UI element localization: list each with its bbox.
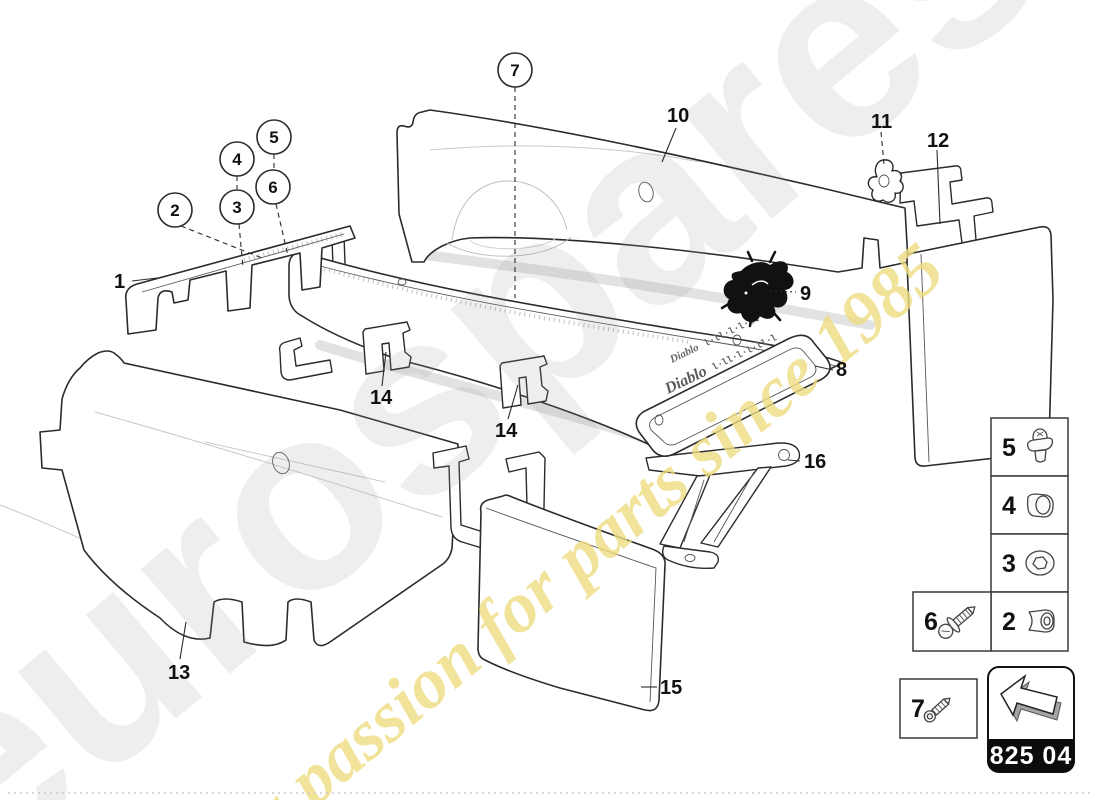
svg-text:3: 3 (1002, 550, 1016, 578)
part-16-support-bracket (645, 442, 801, 570)
panel-hole (272, 451, 290, 475)
part-code-box[interactable]: 825 04 (987, 666, 1075, 773)
svg-text:4: 4 (1002, 492, 1016, 520)
legend-box-4[interactable]: 4 (990, 475, 1069, 535)
label-13[interactable]: 13 (168, 662, 190, 684)
label-11[interactable]: 11 (871, 111, 892, 133)
svg-text:7: 7 (911, 695, 925, 723)
part-15-closing-panel (477, 494, 666, 712)
circled-callouts: 2 3 4 5 6 7 (157, 52, 533, 228)
callout-7[interactable]: 7 (497, 52, 533, 88)
legend-box-5[interactable]: 5 (990, 417, 1069, 477)
screw-washer-assembly-icon (938, 606, 976, 639)
label-10[interactable]: 10 (667, 105, 689, 127)
part-code: 825 04 (990, 742, 1072, 770)
legend-box-6[interactable]: 6 (912, 591, 992, 652)
flanged-nut-icon (1026, 493, 1054, 518)
leader-lines (131, 87, 941, 688)
callout-6[interactable]: 6 (255, 169, 291, 205)
self-tapping-screw-icon (923, 697, 951, 723)
back-arrow-icon (1000, 673, 1062, 723)
grommet-washer-icon (1025, 550, 1055, 576)
label-14a[interactable]: 14 (370, 387, 393, 409)
callout-5[interactable]: 5 (256, 119, 292, 155)
part-number-labels: 1 8 9 10 11 12 13 14 14 15 16 (114, 105, 949, 699)
svg-text:6: 6 (924, 608, 938, 636)
svg-text:7: 7 (510, 61, 519, 80)
label-12[interactable]: 12 (927, 130, 949, 152)
callout-3[interactable]: 3 (219, 189, 255, 225)
label-16[interactable]: 16 (804, 451, 826, 473)
callout-4[interactable]: 4 (219, 141, 255, 177)
svg-text:2: 2 (170, 201, 179, 220)
part-11-grommet (867, 159, 904, 203)
callout-2[interactable]: 2 (157, 192, 193, 228)
part-12-quarter-panel (899, 165, 1054, 467)
legend-box-3[interactable]: 3 (990, 533, 1069, 593)
part-9-bull-emblem (720, 250, 794, 328)
svg-text:5: 5 (269, 128, 278, 147)
part-13-side-panel (39, 350, 459, 647)
label-9[interactable]: 9 (800, 283, 811, 305)
svg-text:2: 2 (1002, 608, 1016, 636)
label-14b[interactable]: 14 (495, 420, 518, 442)
label-8[interactable]: 8 (836, 359, 847, 381)
label-15[interactable]: 15 (660, 677, 682, 699)
svg-text:3: 3 (232, 198, 241, 217)
svg-text:4: 4 (232, 150, 242, 169)
bushing-icon (1028, 609, 1055, 633)
rivet-clip-icon (1026, 428, 1054, 463)
legend-box-7[interactable]: 7 (899, 678, 978, 739)
svg-text:5: 5 (1002, 434, 1016, 462)
panel-hole (638, 181, 654, 203)
part-14-clip-a (362, 321, 412, 375)
legend-box-2[interactable]: 2 (990, 591, 1069, 652)
fastener-legend: 5 4 3 2 (899, 417, 1069, 739)
svg-text:6: 6 (268, 178, 277, 197)
label-1[interactable]: 1 (114, 271, 125, 293)
part-14-clip-b (499, 355, 549, 409)
